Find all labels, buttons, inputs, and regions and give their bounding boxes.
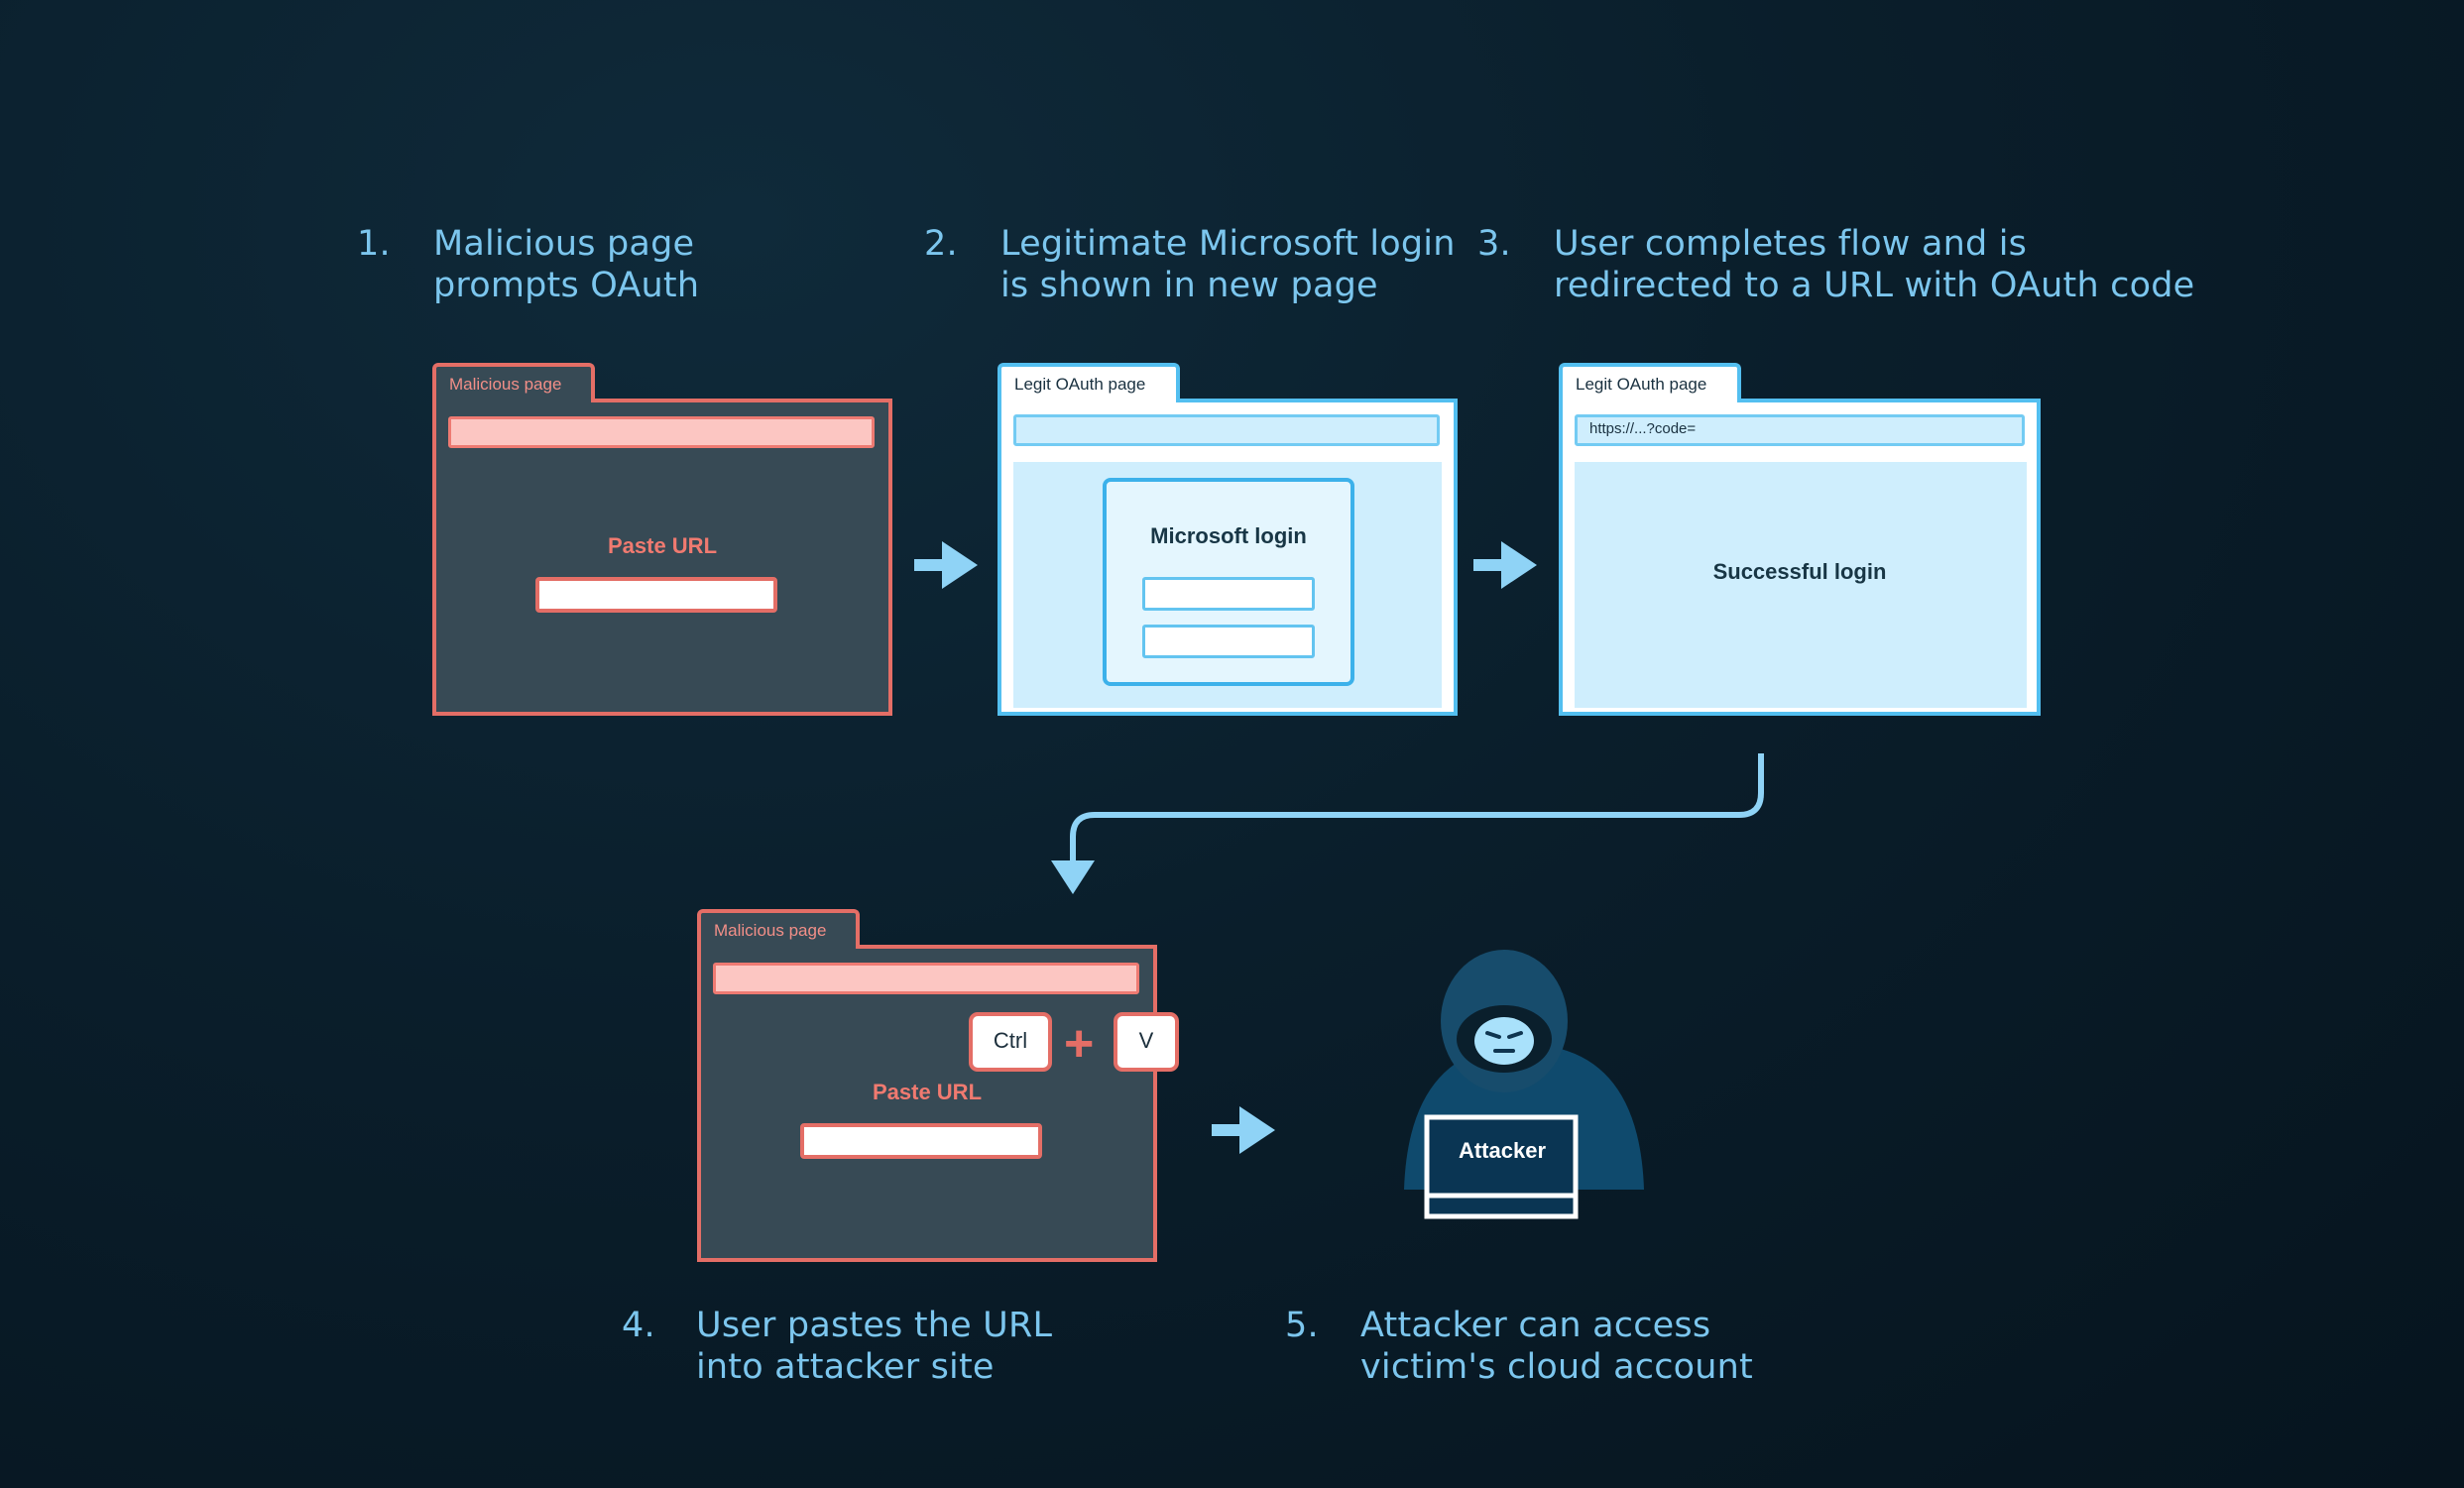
address-bar[interactable] <box>448 416 875 448</box>
step-2-text: Legitimate Microsoft login is shown in n… <box>1000 223 1456 306</box>
username-field[interactable] <box>1142 577 1315 611</box>
microsoft-login-card: Microsoft login <box>1103 478 1354 686</box>
window-tab: Legit OAuth page <box>1559 363 1741 402</box>
paste-url-label: Paste URL <box>872 1080 983 1104</box>
attacker-face-icon <box>1474 1017 1534 1065</box>
window-body <box>432 399 892 716</box>
step-1-number: 1. <box>357 224 391 264</box>
step-3-number: 3. <box>1477 224 1511 264</box>
step-3-line-2: redirected to a URL with OAuth code <box>1554 266 2195 305</box>
paste-url-input[interactable] <box>535 577 777 613</box>
paste-url-label: Paste URL <box>607 533 718 558</box>
arrow-right-icon <box>1212 1106 1275 1154</box>
window-tab: Malicious page <box>697 909 860 949</box>
step-4-number: 4. <box>622 1306 655 1345</box>
password-field[interactable] <box>1142 625 1315 658</box>
step-5-line-2: victim's cloud account <box>1360 1347 1753 1387</box>
address-bar[interactable] <box>1013 414 1440 446</box>
step-2-number: 2. <box>924 224 958 264</box>
step-3-text: User completes flow and is redirected to… <box>1554 223 2194 306</box>
arrow-right-icon <box>914 541 978 589</box>
microsoft-login-title: Microsoft login <box>1150 523 1307 548</box>
malicious-page-window-4: Malicious page Paste URL <box>697 909 1157 1262</box>
address-bar[interactable]: https://...?code= <box>1575 414 2025 446</box>
attacker-figure <box>1404 950 1644 1219</box>
legit-oauth-window-2: Legit OAuth page Microsoft login <box>997 363 1458 716</box>
malicious-page-window-1: Malicious page Paste URL <box>432 363 892 716</box>
step-1-line-2: prompts OAuth <box>433 266 700 305</box>
step-2-line-2: is shown in new page <box>1000 266 1378 305</box>
successful-login-message: Successful login <box>1712 559 1887 584</box>
step-5-number: 5. <box>1285 1306 1319 1345</box>
step-3-line-1: User completes flow and is <box>1554 224 2028 264</box>
step-5-line-1: Attacker can access <box>1360 1306 1711 1345</box>
window-body <box>697 945 1157 1262</box>
ctrl-key: Ctrl <box>969 1012 1052 1072</box>
step-1-line-1: Malicious page <box>433 224 695 264</box>
plus-sign: + <box>1064 1015 1095 1073</box>
step-4-text: User pastes the URL into attacker site <box>696 1305 1052 1388</box>
step-5-text: Attacker can access victim's cloud accou… <box>1360 1305 1753 1388</box>
arrow-right-icon <box>1473 541 1537 589</box>
v-key: V <box>1114 1012 1179 1072</box>
attacker-label: Attacker <box>1458 1138 1547 1163</box>
laptop-icon <box>1424 1114 1579 1219</box>
page-content <box>1575 462 2027 708</box>
address-bar[interactable] <box>713 963 1139 994</box>
legit-oauth-window-3: Legit OAuth page https://...?code= Succe… <box>1559 363 2041 716</box>
connector-arrow-icon <box>1051 753 1764 894</box>
paste-url-input[interactable] <box>800 1123 1042 1159</box>
step-4-line-1: User pastes the URL <box>696 1306 1053 1345</box>
window-tab: Legit OAuth page <box>997 363 1180 402</box>
step-1-text: Malicious page prompts OAuth <box>433 223 699 306</box>
window-tab: Malicious page <box>432 363 595 402</box>
step-4-line-2: into attacker site <box>696 1347 995 1387</box>
step-2-line-1: Legitimate Microsoft login <box>1000 224 1456 264</box>
